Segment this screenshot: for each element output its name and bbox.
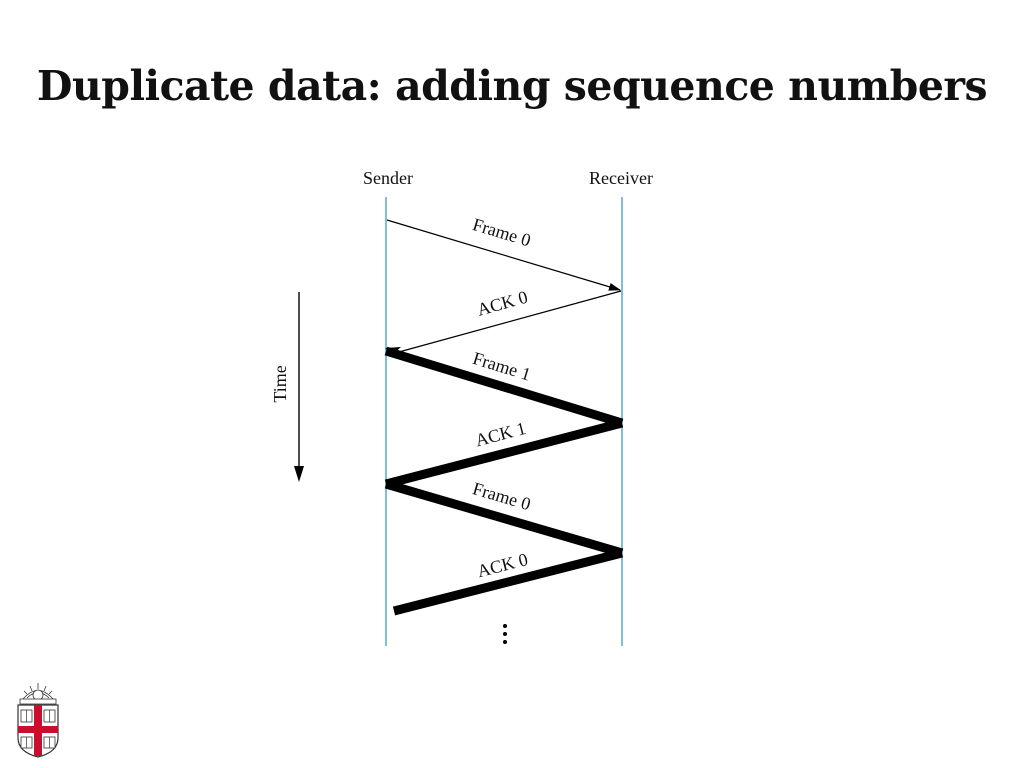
message-ack-1: ACK 1 (384, 418, 624, 489)
message-frame-0: Frame 0 (386, 214, 621, 291)
message-label: Frame 0 (470, 214, 533, 250)
slide-title: Duplicate data: adding sequence numbers (36, 62, 988, 110)
message-ack-0-repeat: ACK 0 (392, 548, 624, 616)
receiver-label: Receiver (589, 168, 653, 188)
message-label: ACK 0 (475, 287, 530, 320)
university-shield-icon (17, 683, 59, 758)
sender-label: Sender (363, 168, 413, 188)
message-ack-0: ACK 0 (387, 287, 622, 356)
time-axis: Time (270, 292, 304, 482)
time-label: Time (270, 365, 290, 402)
time-arrow-icon (294, 466, 304, 482)
message-frame-0-retransmit: Frame 0 (384, 478, 624, 558)
continuation-ellipsis (503, 624, 507, 644)
message-frame-1: Frame 1 (384, 346, 624, 428)
